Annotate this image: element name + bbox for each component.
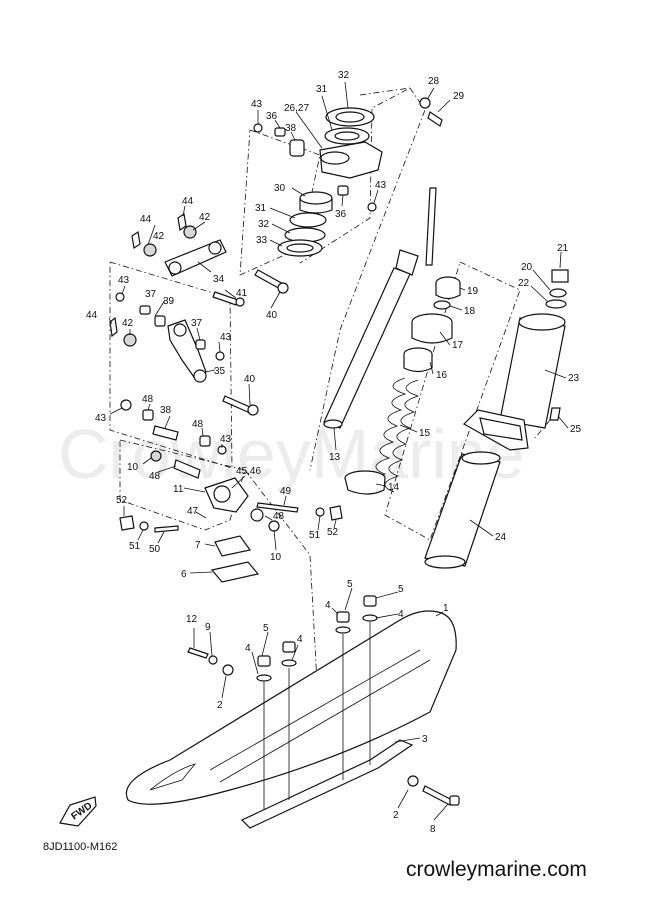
leader-lines — [108, 81, 569, 821]
callout-c25: 25 — [570, 424, 582, 435]
callout-c2627: 26,27 — [284, 103, 309, 114]
reservoir-group — [424, 269, 569, 569]
callout-c2b: 2 — [393, 810, 399, 821]
callout-c2a: 2 — [217, 700, 223, 711]
callout-c6: 6 — [181, 569, 187, 580]
callout-c7: 7 — [195, 540, 201, 551]
upper-bracket-group — [253, 97, 443, 212]
callout-c31a: 31 — [316, 84, 328, 95]
callout-c4b: 4 — [398, 609, 404, 620]
lower-link-group — [109, 292, 259, 416]
callout-c21: 21 — [557, 243, 569, 254]
callout-c37a: 37 — [145, 289, 157, 300]
shock-spring-group — [344, 276, 461, 495]
callout-c36a: 36 — [266, 111, 278, 122]
callout-c14: 14 — [388, 482, 400, 493]
callout-c5a: 5 — [347, 579, 353, 590]
callout-c35: 35 — [214, 366, 226, 377]
callout-c23: 23 — [568, 373, 580, 384]
callout-c34: 34 — [213, 274, 225, 285]
callout-c8: 8 — [430, 824, 436, 835]
site-url[interactable]: crowleymarine.com — [406, 858, 587, 881]
callout-c51a: 51 — [309, 530, 321, 541]
callout-c20: 20 — [521, 262, 533, 273]
ski-fasteners — [187, 595, 378, 810]
ski-body — [125, 610, 460, 829]
callout-c10b: 10 — [270, 552, 282, 563]
callout-c48b: 48 — [192, 419, 204, 430]
callout-c39: 39 — [163, 296, 175, 307]
callout-c48c: 48 — [149, 471, 161, 482]
callout-c40b: 40 — [244, 374, 256, 385]
callout-c43d: 43 — [220, 332, 232, 343]
callout-c9: 9 — [205, 622, 211, 633]
callout-c51b: 51 — [129, 541, 141, 552]
callout-c4c: 4 — [245, 643, 251, 654]
callout-c52b: 52 — [327, 527, 339, 538]
callout-c11: 11 — [173, 484, 184, 495]
callout-c48d: 48 — [273, 511, 285, 522]
callout-c10a: 10 — [127, 462, 139, 473]
callout-c5b: 5 — [398, 584, 404, 595]
callout-c44a: 44 — [182, 196, 194, 207]
callout-c44c: 44 — [86, 310, 98, 321]
callout-c41: 41 — [236, 288, 248, 299]
callout-c18: 18 — [464, 306, 476, 317]
callout-c4546: 45,46 — [236, 466, 261, 477]
callout-c42a: 42 — [199, 212, 211, 223]
callout-c38b: 38 — [160, 405, 172, 416]
callout-c47: 47 — [187, 506, 199, 517]
shock-rod — [323, 187, 437, 429]
pivot-shaft-group — [119, 399, 343, 583]
callout-c42b: 42 — [153, 231, 165, 242]
callout-c4d: 4 — [297, 634, 303, 645]
callout-c16: 16 — [436, 370, 448, 381]
callout-c40a: 40 — [266, 310, 278, 321]
callout-c4a: 4 — [325, 600, 331, 611]
callout-c12: 12 — [186, 614, 198, 625]
callout-c43c: 43 — [118, 275, 130, 286]
fwd-arrow-icon: FWD — [59, 796, 97, 827]
callout-c13: 13 — [329, 452, 341, 463]
callout-c19: 19 — [467, 286, 479, 297]
callout-c42c: 42 — [122, 318, 134, 329]
callout-c32: 32 — [338, 70, 350, 81]
callout-c1: 1 — [443, 603, 449, 614]
callout-c43a: 43 — [251, 99, 263, 110]
callout-labels: 32 31 26,27 43 36 38 28 29 30 31 32 33 3… — [86, 70, 582, 835]
callout-c32b: 32 — [258, 219, 270, 230]
callout-c48a: 48 — [142, 394, 154, 405]
callout-c22: 22 — [518, 278, 530, 289]
diagram-code: 8JD1100-M162 — [43, 841, 118, 853]
watermark-text: CrowleyMarine — [58, 415, 525, 493]
callout-c3: 3 — [422, 734, 428, 745]
callout-c50: 50 — [149, 544, 161, 555]
upper-link-group — [131, 212, 289, 307]
callout-c33: 33 — [256, 235, 268, 246]
callout-c24: 24 — [495, 532, 507, 543]
callout-c49: 49 — [280, 486, 292, 497]
callout-c43e: 43 — [95, 413, 107, 424]
callout-c43b: 43 — [375, 180, 387, 191]
callout-c5c: 5 — [263, 623, 269, 634]
callout-c38a: 38 — [285, 123, 297, 134]
callout-c43f: 43 — [220, 434, 232, 445]
callout-c15: 15 — [419, 428, 431, 439]
callout-c36b: 36 — [335, 209, 347, 220]
callout-c31b: 31 — [255, 203, 267, 214]
callout-c44b: 44 — [140, 214, 152, 225]
callout-c52a: 52 — [116, 495, 128, 506]
bearing-stack — [277, 191, 333, 257]
callout-c17: 17 — [452, 340, 464, 351]
callout-c28: 28 — [428, 76, 440, 87]
callout-c29: 29 — [453, 91, 465, 102]
callout-c37b: 37 — [191, 318, 203, 329]
callout-c30: 30 — [274, 183, 286, 194]
